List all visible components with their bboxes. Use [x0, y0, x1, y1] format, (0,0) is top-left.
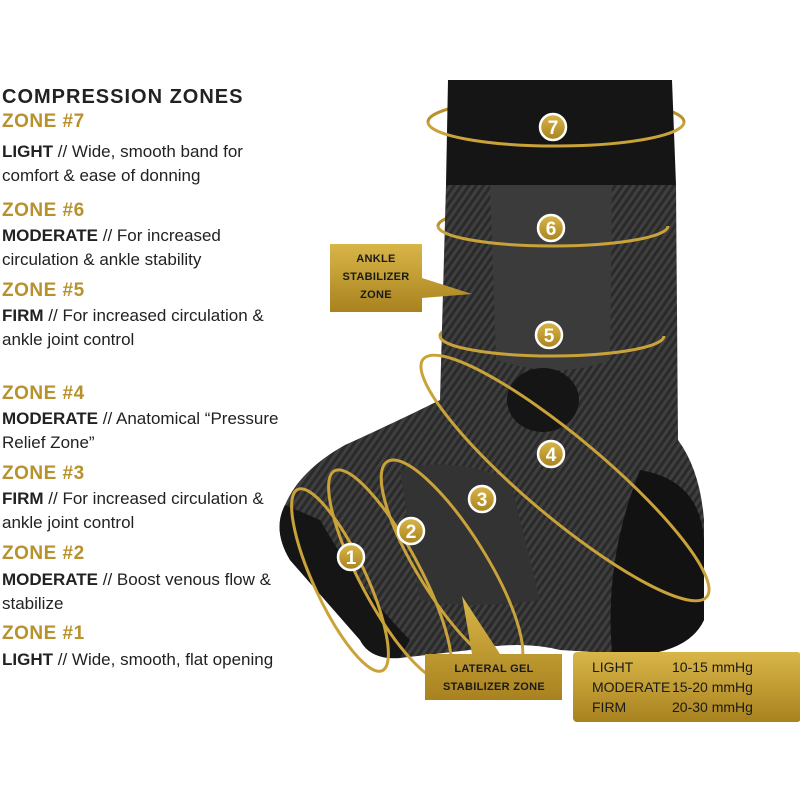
zone-1-number: 1	[346, 548, 357, 569]
zone-7-text: Wide, smooth band for comfort & ease of …	[2, 142, 243, 185]
zone-4-text: Anatomical “Pressure Relief Zone”	[2, 409, 279, 452]
pressure-range-firm: 20-30 mmHg	[672, 699, 753, 715]
zone-4-level: MODERATE	[2, 409, 99, 428]
pressure-range-light: 10-15 mmHg	[672, 659, 753, 675]
zone-6-separator: //	[98, 226, 117, 245]
ankle-stabilizer-callout-box	[330, 244, 472, 312]
zone-2-badge: 2	[396, 516, 426, 546]
zone-6-title: ZONE #6	[2, 200, 85, 221]
zone-7-level: LIGHT	[2, 142, 53, 161]
zone-1-separator: //	[53, 650, 72, 669]
lateral-gel-callout-box	[425, 596, 562, 700]
pressure-level-firm: FIRM	[592, 699, 627, 715]
zone-2-title: ZONE #2	[2, 543, 85, 564]
zone-3-badge: 3	[467, 484, 497, 514]
zone-6-text: For increased circulation & ankle stabil…	[2, 226, 221, 269]
ankle-callout-line-1: ANKLE	[356, 253, 396, 265]
zone-5-description: FIRM // For increased circulation & ankl…	[2, 304, 287, 352]
pressure-range-moderate: 15-20 mmHg	[672, 679, 753, 695]
zone-rings-front	[290, 121, 711, 682]
zone-7-description: LIGHT // Wide, smooth band for comfort &…	[2, 140, 287, 188]
zone-3-separator: //	[43, 489, 63, 508]
zone-5-number: 5	[544, 326, 555, 347]
zone-3-level: FIRM	[2, 489, 44, 508]
zone-1-badge: 1	[336, 542, 366, 572]
zone-7-title: ZONE #7	[2, 111, 85, 132]
zone-4-description: MODERATE // Anatomical “Pressure Relief …	[2, 407, 287, 455]
zone-5-separator: //	[43, 306, 63, 325]
lateral-gel-callout: LATERAL GEL STABILIZER ZONE	[430, 660, 558, 696]
zone-5-title: ZONE #5	[2, 280, 85, 301]
ankle-stabilizer-callout: ANKLE STABILIZER ZONE	[335, 250, 417, 304]
zone-4-badge: 4	[536, 439, 566, 469]
zone-3-text: For increased circulation & ankle joint …	[2, 489, 264, 532]
zone-1-text: Wide, smooth, flat opening	[71, 650, 274, 669]
gel-callout-line-2: STABILIZER ZONE	[442, 681, 546, 693]
sleeve-shape	[279, 80, 704, 659]
zone-3-description: FIRM // For increased circulation & ankl…	[2, 487, 287, 535]
zone-4-separator: //	[98, 409, 116, 428]
zone-5-level: FIRM	[2, 306, 44, 325]
zone-6-description: MODERATE // For increased circulation & …	[2, 224, 287, 272]
pressure-level-moderate: MODERATE	[592, 679, 671, 695]
zone-6-level: MODERATE	[2, 226, 99, 245]
pressure-table-box	[573, 652, 800, 722]
zone-6-number: 6	[546, 219, 557, 240]
zone-7-separator: //	[53, 142, 72, 161]
zone-5-text: For increased circulation & ankle joint …	[2, 306, 264, 349]
compression-zones-legend: COMPRESSION ZONES ZONE #7 LIGHT // Wide,…	[0, 0, 290, 800]
zone-2-text: Boost venous flow & stabilize	[2, 570, 271, 613]
zone-6-badge: 6	[536, 213, 566, 243]
zone-5-badge: 5	[534, 320, 564, 350]
zone-1-description: LIGHT // Wide, smooth, flat opening	[2, 648, 287, 672]
pressure-level-light: LIGHT	[592, 659, 634, 675]
zone-7-number: 7	[548, 118, 559, 139]
zone-3-number: 3	[477, 490, 488, 511]
zone-2-separator: //	[98, 570, 117, 589]
zone-2-number: 2	[406, 522, 417, 543]
zone-3-title: ZONE #3	[2, 463, 85, 484]
zone-7-badge: 7	[538, 112, 568, 142]
zone-4-number: 4	[546, 445, 557, 466]
zone-2-description: MODERATE // Boost venous flow & stabiliz…	[2, 568, 287, 616]
ankle-callout-line-3: ZONE	[360, 289, 392, 301]
zone-1-level: LIGHT	[2, 650, 53, 669]
zone-2-level: MODERATE	[2, 570, 99, 589]
zone-1-title: ZONE #1	[2, 623, 85, 644]
ankle-callout-line-2: STABILIZER	[342, 271, 410, 283]
legend-heading: COMPRESSION ZONES	[2, 86, 244, 108]
zone-4-title: ZONE #4	[2, 383, 85, 404]
gel-callout-line-1: LATERAL GEL	[454, 663, 534, 675]
